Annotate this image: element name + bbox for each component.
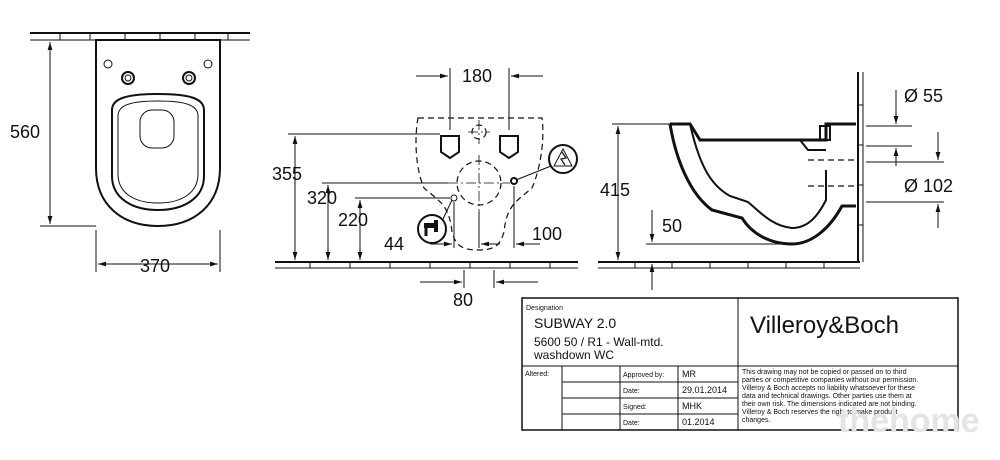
signed-label: Signed:: [623, 404, 647, 411]
date-label-2: Date:: [623, 420, 640, 427]
front-fix-hole-left: [121, 71, 135, 85]
dim-outlet-height: 320: [307, 188, 337, 208]
dim-water-offset: 44: [384, 234, 404, 254]
electrical-warning-icon: [515, 144, 578, 181]
disclaimer-line: data and technical drawings. Other parti…: [742, 393, 912, 400]
dim-front-height: 560: [10, 122, 40, 142]
front-fix-hole-right: [182, 71, 196, 85]
side-view: 415 50 Ø 55 Ø 102: [598, 72, 953, 290]
front-view: 560 370: [10, 32, 250, 276]
disclaimer-line: their own risk. The dimensions indicated…: [742, 401, 917, 408]
mounting-bracket-left: [440, 135, 460, 160]
dim-front-width: 370: [140, 256, 170, 276]
product-desc-2: washdown WC: [533, 348, 614, 362]
mounting-dashed-outline: [415, 117, 544, 251]
dim-outlet-diameter: Ø 102: [904, 176, 953, 196]
front-hinge: [139, 109, 175, 149]
product-desc-1: 5600 50 / R1 - Wall-mtd.: [534, 335, 664, 349]
front-bowl-outline: [95, 39, 221, 228]
dim-bottom-spacing: 80: [453, 290, 473, 310]
dim-side-height: 415: [600, 180, 630, 200]
watermark: thehome: [838, 402, 980, 440]
approved-label: Approved by:: [623, 372, 664, 379]
date-label-1: Date:: [623, 388, 640, 395]
water-tap-icon: [417, 199, 453, 244]
brand-logo: Villeroy&Boch: [750, 312, 899, 339]
disclaimer-line: Villeroy & Boch accepts no liability wha…: [742, 385, 915, 392]
dim-bowl-offset: 50: [662, 216, 682, 236]
date-value-1: 29.01.2014: [682, 385, 727, 395]
side-wall-hatch: [857, 72, 864, 262]
disclaimer-line: This drawing may not be copied or passed…: [742, 369, 907, 376]
side-bowl-outline: [670, 122, 856, 142]
side-floor-hatch: [598, 261, 860, 269]
mounting-floor-hatch: [275, 261, 578, 269]
front-wall-hatch: [30, 32, 250, 41]
front-seat-outline: [111, 92, 205, 212]
mounting-bracket-right: [499, 135, 519, 160]
date-value-2: 01.2014: [682, 417, 715, 427]
disclaimer-line: Villeroy & Boch reserves the right to ma…: [742, 409, 898, 416]
dim-water-height: 220: [338, 210, 368, 230]
signed-value: MHK: [682, 401, 702, 411]
dim-water-side: 100: [532, 224, 562, 244]
approved-value: MR: [682, 369, 696, 379]
dim-inlet-diameter: Ø 55: [904, 86, 943, 106]
designation-label: Designation: [526, 305, 563, 312]
dim-fix-spacing: 180: [462, 66, 492, 86]
dim-fix-height: 355: [272, 164, 302, 184]
title-block: Designation SUBWAY 2.0 5600 50 / R1 - Wa…: [521, 297, 959, 431]
mounting-view: 180 355 320 220 44 100 80: [272, 66, 578, 310]
altered-label: Altered:: [525, 371, 549, 378]
disclaimer-line: changes.: [742, 417, 770, 424]
disclaimer-line: parties or competitive companies without…: [742, 377, 918, 384]
product-name: SUBWAY 2.0: [534, 315, 616, 331]
